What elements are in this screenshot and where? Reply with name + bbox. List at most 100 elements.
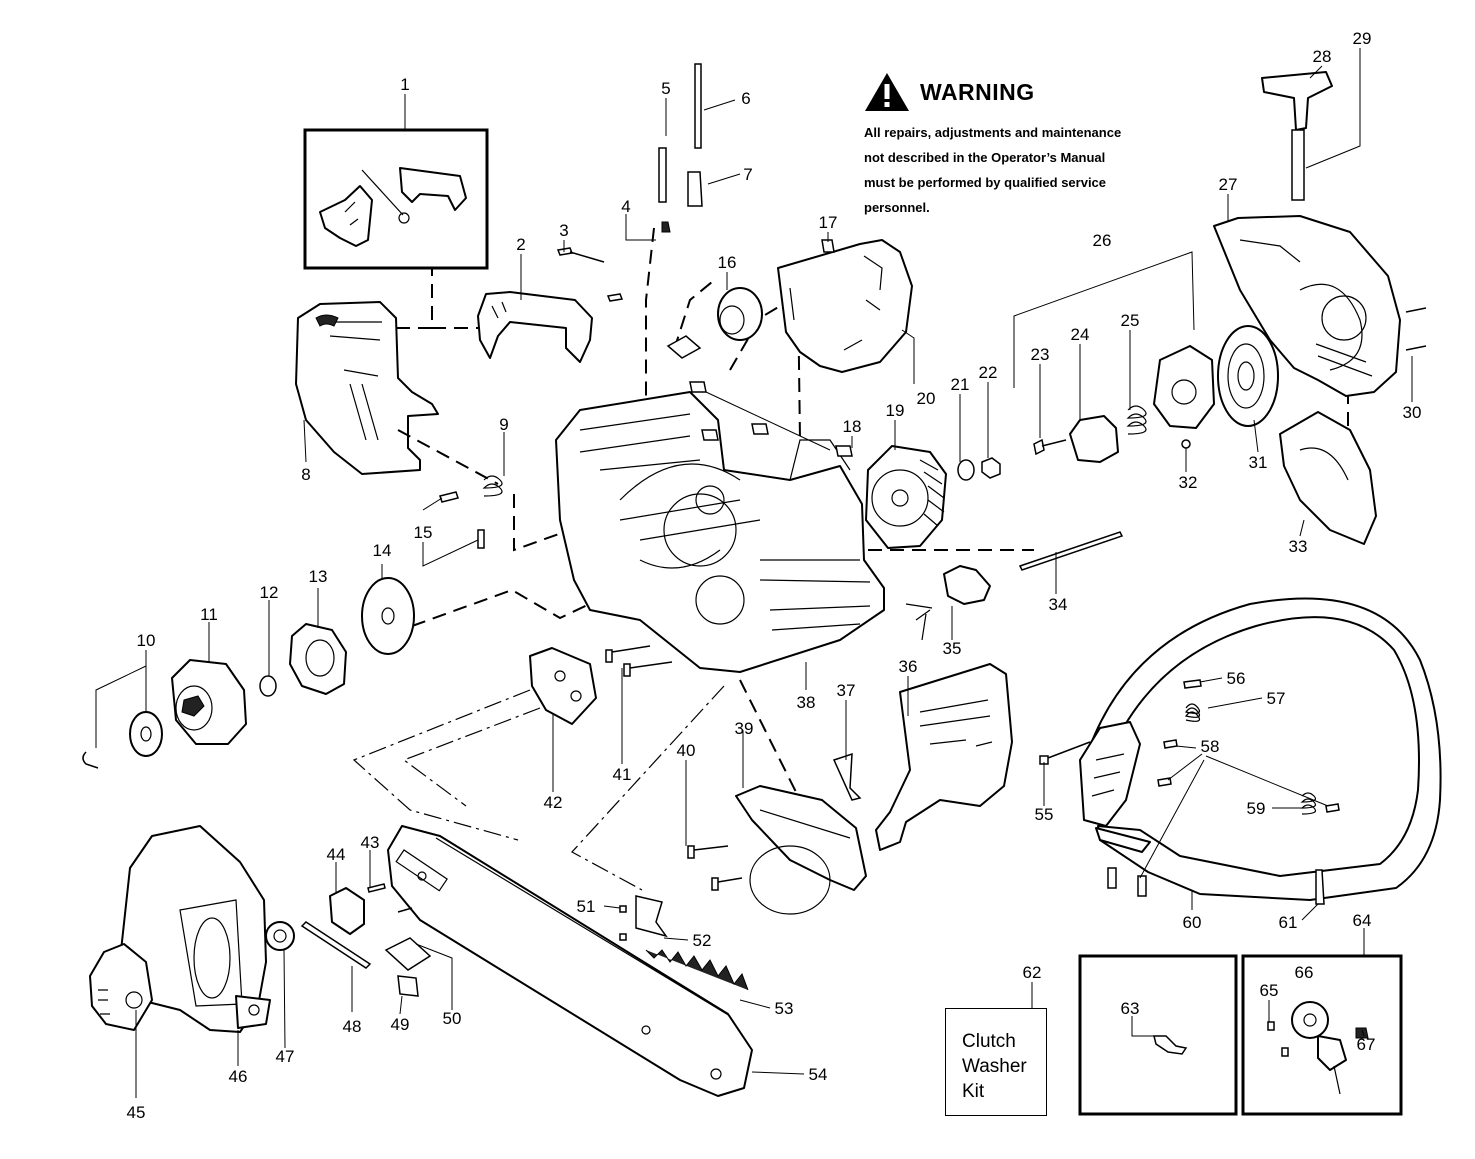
callout-9: 9 xyxy=(499,415,508,434)
part-56-drawing xyxy=(1183,679,1202,689)
part-33-drawing xyxy=(1279,411,1377,545)
part-16-drawing xyxy=(666,287,763,359)
part-44-drawing xyxy=(329,887,365,935)
callout-19: 19 xyxy=(886,401,905,420)
part-25-drawing xyxy=(1126,405,1147,435)
callout-38: 38 xyxy=(797,693,816,712)
callout-50: 50 xyxy=(443,1009,462,1028)
callout-57: 57 xyxy=(1267,689,1286,708)
part-27-drawing xyxy=(1213,215,1401,397)
callout-25: 25 xyxy=(1121,311,1140,330)
part-42-drawing xyxy=(529,647,597,725)
warning-line: must be performed by qualified service xyxy=(864,175,1107,190)
callout-41: 41 xyxy=(613,765,632,784)
callout-58: 58 xyxy=(1201,737,1220,756)
part-12-drawing xyxy=(259,675,277,697)
part-17-drawing xyxy=(821,239,835,253)
part-15-drawing xyxy=(439,491,485,549)
callout-35: 35 xyxy=(943,639,962,658)
callout-55: 55 xyxy=(1035,805,1054,824)
part-30-drawing xyxy=(1405,307,1427,351)
part-65-drawing xyxy=(1267,1021,1289,1057)
callout-56: 56 xyxy=(1227,669,1246,688)
callout-32: 32 xyxy=(1179,473,1198,492)
part-21-drawing xyxy=(957,459,975,481)
callout-53: 53 xyxy=(775,999,794,1018)
callout-23: 23 xyxy=(1031,345,1050,364)
part-22-drawing xyxy=(981,457,1001,479)
part-37-drawing xyxy=(832,752,862,801)
callout-27: 27 xyxy=(1219,175,1238,194)
part-1-box xyxy=(303,128,489,270)
part-41-drawing xyxy=(605,645,673,677)
callout-61: 61 xyxy=(1279,913,1298,932)
callout-29: 29 xyxy=(1353,29,1372,48)
callout-34: 34 xyxy=(1049,595,1068,614)
part-23-drawing xyxy=(1033,438,1067,456)
callout-16: 16 xyxy=(718,253,737,272)
callout-33: 33 xyxy=(1289,537,1308,556)
warning-line: All repairs, adjustments and maintenance xyxy=(864,125,1122,140)
part-46-drawing xyxy=(119,825,271,1033)
part-11-drawing xyxy=(171,659,247,745)
part-43-drawing xyxy=(367,883,413,913)
part-66-drawing xyxy=(1291,1001,1347,1095)
part-13-drawing xyxy=(289,623,347,695)
callout-28: 28 xyxy=(1313,47,1332,66)
callout-59: 59 xyxy=(1247,799,1266,818)
part-49-drawing xyxy=(397,975,419,997)
callout-5: 5 xyxy=(661,79,670,98)
part-19-drawing xyxy=(865,445,947,549)
part-10-clip xyxy=(82,751,99,769)
callout-54: 54 xyxy=(809,1065,828,1084)
callout-47: 47 xyxy=(276,1047,295,1066)
callout-52: 52 xyxy=(693,931,712,950)
callout-46: 46 xyxy=(229,1067,248,1086)
part-20-drawing xyxy=(777,239,913,373)
callout-67: 67 xyxy=(1357,1035,1376,1054)
part-14-drawing xyxy=(361,577,415,655)
callout-8: 8 xyxy=(301,465,310,484)
callout-44: 44 xyxy=(327,845,346,864)
part-45-drawing xyxy=(89,943,153,1031)
warning-header: WARNING xyxy=(864,72,1164,112)
part-2-drawing xyxy=(477,291,593,363)
part-35-drawing xyxy=(905,565,991,641)
part-31-drawing xyxy=(1217,325,1279,427)
callout-26: 26 xyxy=(1093,231,1112,250)
part-24-drawing xyxy=(1069,415,1119,463)
part-28-drawing xyxy=(1261,71,1333,201)
part-52-drawing xyxy=(635,895,668,938)
part-57-drawing xyxy=(1184,703,1201,722)
part-64-box xyxy=(1241,954,1403,1116)
part-8-drawing xyxy=(295,301,439,475)
part-39-drawing xyxy=(735,785,867,915)
callout-31: 31 xyxy=(1249,453,1268,472)
warning-line: personnel. xyxy=(864,200,930,215)
warning-text: All repairs, adjustments and maintenance… xyxy=(864,120,1164,220)
part-48-drawing xyxy=(300,921,372,969)
callout-40: 40 xyxy=(677,741,696,760)
clutch-washer-kit-box: Clutch Washer Kit xyxy=(945,1008,1047,1116)
callout-36: 36 xyxy=(899,657,918,676)
part-1-drawing xyxy=(319,167,467,247)
callout-39: 39 xyxy=(735,719,754,738)
callout-63: 63 xyxy=(1121,999,1140,1018)
callout-2: 2 xyxy=(516,235,525,254)
part-53-chain xyxy=(645,949,749,991)
callout-7: 7 xyxy=(743,165,752,184)
callout-3: 3 xyxy=(559,221,568,240)
part-36-drawing xyxy=(875,663,1013,851)
part-38-crankcase xyxy=(555,391,885,673)
warning-line: not described in the Operator’s Manual xyxy=(864,150,1106,165)
part-55-drawing xyxy=(1039,741,1091,765)
warning-triangle-icon xyxy=(865,73,909,111)
callout-51: 51 xyxy=(577,897,596,916)
callout-30: 30 xyxy=(1403,403,1422,422)
part-59-drawing xyxy=(1300,792,1317,815)
part-50-drawing xyxy=(384,937,432,971)
callout-14: 14 xyxy=(373,541,392,560)
warning-notice: WARNING All repairs, adjustments and mai… xyxy=(864,72,1164,220)
